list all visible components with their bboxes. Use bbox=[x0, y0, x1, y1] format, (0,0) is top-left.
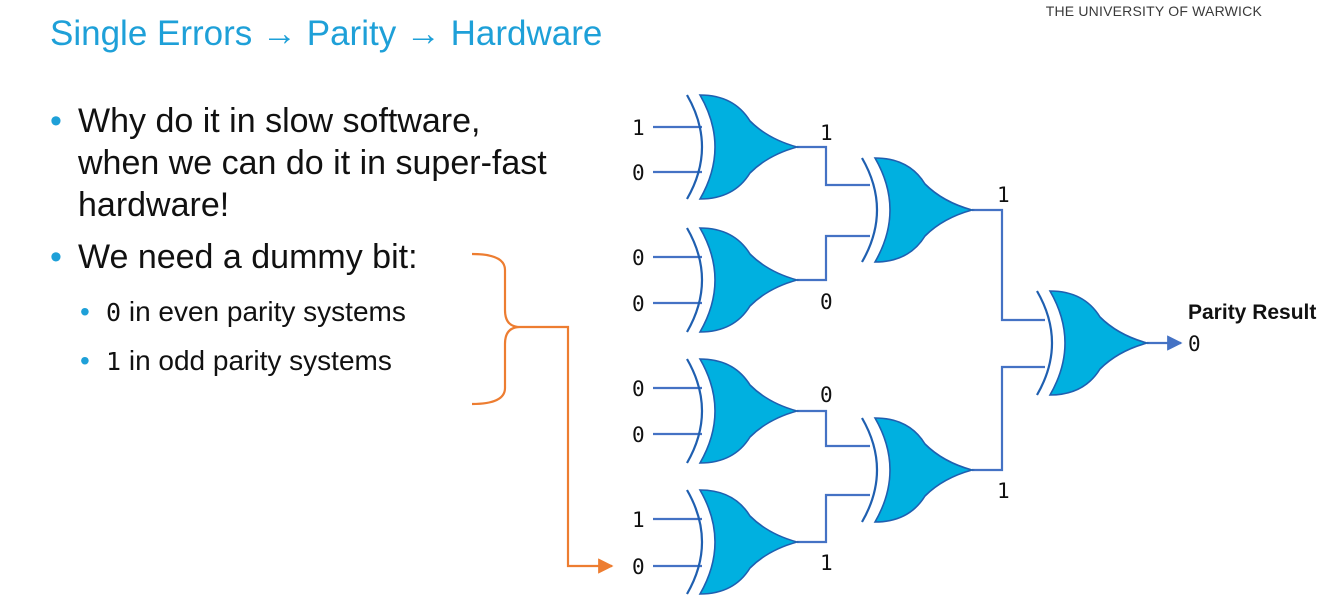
internal-wires bbox=[797, 145, 1183, 544]
input-bit: 0 bbox=[632, 246, 645, 270]
gate-output-bit: 0 bbox=[820, 290, 833, 314]
input-bit: 0 bbox=[632, 292, 645, 316]
bit-value: 0 bbox=[106, 298, 122, 327]
input-wires bbox=[653, 125, 702, 568]
bullet-dummy-bit: • We need a dummy bit: bbox=[50, 236, 570, 278]
bullet-dot-icon: • bbox=[50, 102, 62, 140]
xor-gate bbox=[685, 357, 798, 465]
bullet-dot-icon: • bbox=[80, 345, 90, 376]
dummy-bit-brace bbox=[471, 252, 521, 406]
bullet-hardware: • Why do it in slow software, when we ca… bbox=[50, 100, 570, 226]
xor-gate bbox=[860, 416, 973, 524]
input-bit: 0 bbox=[632, 161, 645, 185]
parity-result-value: 0 bbox=[1188, 332, 1201, 356]
input-bit: 0 bbox=[632, 423, 645, 447]
input-bit: 1 bbox=[632, 116, 645, 140]
bullet-dot-icon: • bbox=[50, 238, 62, 276]
xor-gate-final bbox=[1035, 289, 1148, 397]
xor-gate bbox=[860, 156, 973, 264]
gate-output-bit: 1 bbox=[820, 551, 833, 575]
bit-value: 1 bbox=[106, 347, 122, 376]
sub-bullet-text: in odd parity systems bbox=[121, 345, 392, 376]
slide-title: Single Errors → Parity → Hardware bbox=[50, 14, 603, 53]
xor-gate bbox=[685, 226, 798, 334]
university-logo-text: THE UNIVERSITY OF WARWICK bbox=[1045, 3, 1262, 19]
input-bit-dummy: 0 bbox=[632, 555, 645, 579]
bullet-text: Why do it in slow software, when we can … bbox=[78, 102, 547, 224]
bullet-list: • Why do it in slow software, when we ca… bbox=[50, 100, 570, 386]
dummy-bit-arrow bbox=[520, 325, 614, 574]
input-bit: 0 bbox=[632, 377, 645, 401]
sub-bullet-odd: • 1 in odd parity systems bbox=[50, 337, 570, 386]
xor-gate bbox=[685, 93, 798, 201]
gate-output-bit: 1 bbox=[997, 183, 1010, 207]
sub-bullet-even: • 0 in even parity systems bbox=[50, 288, 570, 337]
input-bit: 1 bbox=[632, 508, 645, 532]
xor-gate bbox=[685, 488, 798, 596]
gate-output-bit: 0 bbox=[820, 383, 833, 407]
gate-output-bit: 1 bbox=[997, 479, 1010, 503]
bullet-dot-icon: • bbox=[80, 296, 90, 327]
parity-result-label: Parity Result bbox=[1188, 301, 1316, 324]
sub-bullet-text: in even parity systems bbox=[121, 296, 406, 327]
gate-output-bit: 1 bbox=[820, 121, 833, 145]
bullet-text: We need a dummy bit: bbox=[78, 238, 418, 276]
sub-bullet-list: • 0 in even parity systems • 1 in odd pa… bbox=[50, 288, 570, 386]
